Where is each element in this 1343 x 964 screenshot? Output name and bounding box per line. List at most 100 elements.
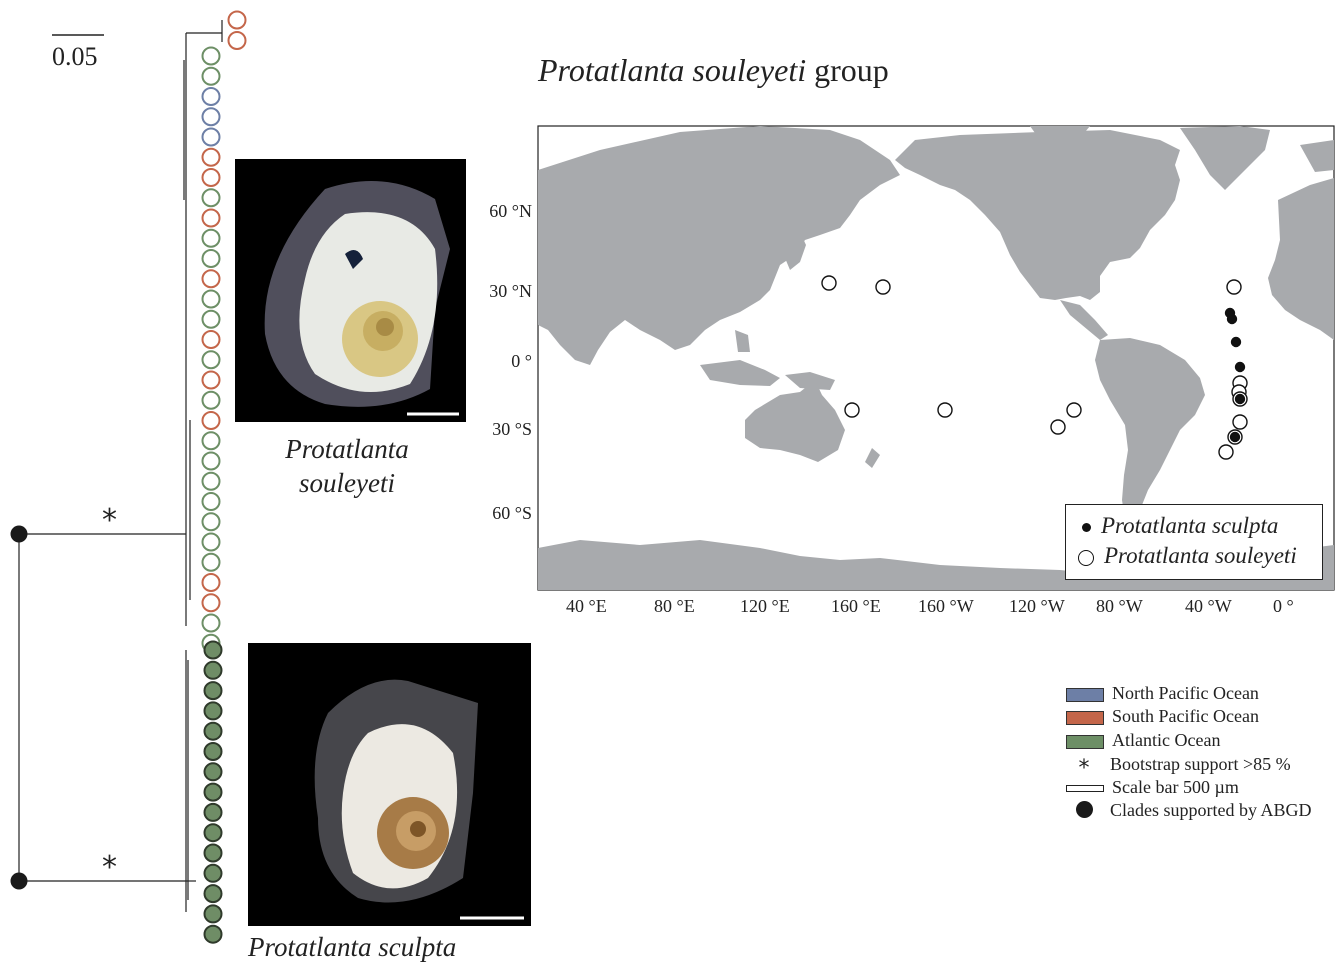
- longitude-tick-label: 120 °E: [740, 596, 790, 616]
- sculpta-site: [1226, 313, 1238, 325]
- souleyeti-site: [1226, 279, 1242, 295]
- world-map: [537, 125, 1335, 591]
- souleyeti-tip: [201, 107, 221, 127]
- sculpta-tip: [203, 762, 223, 782]
- outgroup-tip: [227, 10, 247, 30]
- souleyeti-tip: [201, 147, 221, 167]
- filled-circle-icon: [1082, 523, 1091, 533]
- key-south-pacific: South Pacific Ocean: [1066, 706, 1259, 727]
- souleyeti-tip: [201, 208, 221, 228]
- bootstrap-star-sculpta: *: [102, 850, 117, 885]
- souleyeti-caption: Protatlanta souleyeti: [262, 432, 432, 500]
- sculpta-shell-photo: [248, 643, 531, 926]
- souleyeti-site: [1232, 414, 1248, 430]
- souleyeti-tip: [201, 289, 221, 309]
- sculpta-tip: [203, 843, 223, 863]
- souleyeti-shell-photo: [235, 159, 466, 422]
- sculpta-tip: [203, 863, 223, 883]
- latitude-tick-label: 0 °: [511, 351, 532, 371]
- latitude-tick-label: 30 °S: [492, 419, 532, 439]
- sculpta-site: [1234, 393, 1246, 405]
- sculpta-site: [1229, 431, 1241, 443]
- north-pacific-swatch: [1066, 687, 1104, 702]
- souleyeti-tip: [201, 613, 221, 633]
- souleyeti-tip: [201, 411, 221, 430]
- key-scale-bar: Scale bar 500 µm: [1066, 777, 1239, 798]
- key-atlantic: Atlantic Ocean: [1066, 730, 1220, 751]
- legend-row-souleyeti: Protatlanta souleyeti: [1078, 543, 1297, 569]
- map-title: Protatlanta souleyeti group: [538, 52, 889, 89]
- key-label-bootstrap: Bootstrap support >85 %: [1110, 754, 1291, 774]
- souleyeti-site: [1050, 419, 1066, 435]
- sculpta-tip: [203, 681, 223, 701]
- latitude-tick-label: 60 °S: [492, 503, 532, 523]
- souleyeti-tip: [201, 87, 221, 106]
- souleyeti-tip: [201, 66, 221, 86]
- souleyeti-site: [821, 275, 837, 291]
- legend-label-souleyeti: Protatlanta souleyeti: [1104, 543, 1297, 568]
- sculpta-tip: [203, 904, 223, 924]
- sculpta-tip: [203, 924, 223, 944]
- longitude-tick-label: 160 °W: [918, 596, 974, 616]
- souleyeti-tip: [201, 127, 221, 147]
- souleyeti-site: [937, 402, 953, 418]
- souleyeti-tip: [201, 390, 221, 410]
- abgd-dot-icon: [1066, 800, 1102, 823]
- souleyeti-tip: [201, 593, 221, 613]
- key-label-scale-bar: Scale bar 500 µm: [1112, 777, 1239, 797]
- longitude-tick-label: 0 °: [1273, 596, 1294, 616]
- tree-scale-label: 0.05: [52, 42, 98, 71]
- sculpta-tip: [203, 742, 223, 761]
- sculpta-site: [1230, 336, 1242, 348]
- sculpta-tip: [203, 802, 223, 822]
- phylogenetic-tree: [18, 20, 223, 912]
- souleyeti-caption-genus: Protatlanta: [285, 434, 409, 464]
- longitude-tick-label: 80 °W: [1096, 596, 1143, 616]
- longitude-tick-label: 40 °E: [566, 596, 607, 616]
- souleyeti-tip: [201, 228, 221, 248]
- tree-tip-markers: [201, 10, 247, 944]
- latitude-tick-label: 60 °N: [489, 201, 532, 221]
- souleyeti-caption-species: souleyeti: [299, 468, 395, 498]
- sculpta-caption: Protatlanta sculpta: [248, 932, 457, 962]
- key-label-north-pacific: North Pacific Ocean: [1112, 683, 1259, 703]
- latitude-tick-label: 30 °N: [489, 281, 532, 301]
- open-circle-icon: [1078, 549, 1094, 566]
- sculpta-site: [1234, 361, 1246, 373]
- sculpta-tip: [203, 640, 223, 660]
- souleyeti-site: [875, 279, 891, 295]
- abgd-clade-node-souleyeti: [10, 525, 28, 543]
- abgd-clade-node-sculpta: [10, 872, 28, 890]
- souleyeti-tip: [201, 330, 221, 349]
- atlantic-swatch: [1066, 734, 1104, 749]
- souleyeti-tip: [201, 471, 221, 491]
- souleyeti-tip: [201, 168, 221, 187]
- souleyeti-tip: [201, 532, 221, 552]
- key-abgd: Clades supported by ABGD: [1066, 800, 1312, 823]
- longitude-tick-label: 160 °E: [831, 596, 881, 616]
- souleyeti-tip: [201, 492, 221, 511]
- sculpta-tip: [203, 701, 223, 721]
- souleyeti-tip: [201, 451, 221, 471]
- outgroup-tip: [227, 31, 247, 50]
- souleyeti-tip: [201, 46, 221, 66]
- sculpta-tip: [203, 823, 223, 843]
- bootstrap-star-souleyeti: *: [102, 503, 117, 538]
- sculpta-tip: [203, 884, 223, 904]
- souleyeti-tip: [201, 188, 221, 208]
- key-bootstrap: *Bootstrap support >85 %: [1066, 754, 1291, 780]
- souleyeti-tip: [201, 573, 221, 592]
- souleyeti-tip: [201, 269, 221, 289]
- longitude-tick-label: 120 °W: [1009, 596, 1065, 616]
- key-label-south-pacific: South Pacific Ocean: [1112, 706, 1259, 726]
- souleyeti-tip: [201, 350, 221, 370]
- key-label-atlantic: Atlantic Ocean: [1112, 730, 1221, 750]
- sculpta-tip: [203, 721, 223, 741]
- longitude-tick-label: 40 °W: [1185, 596, 1232, 616]
- legend-label-sculpta: Protatlanta sculpta: [1101, 513, 1279, 538]
- souleyeti-tip: [201, 512, 221, 532]
- souleyeti-tip: [201, 431, 221, 451]
- souleyeti-tip: [201, 309, 221, 329]
- south-pacific-swatch: [1066, 710, 1104, 725]
